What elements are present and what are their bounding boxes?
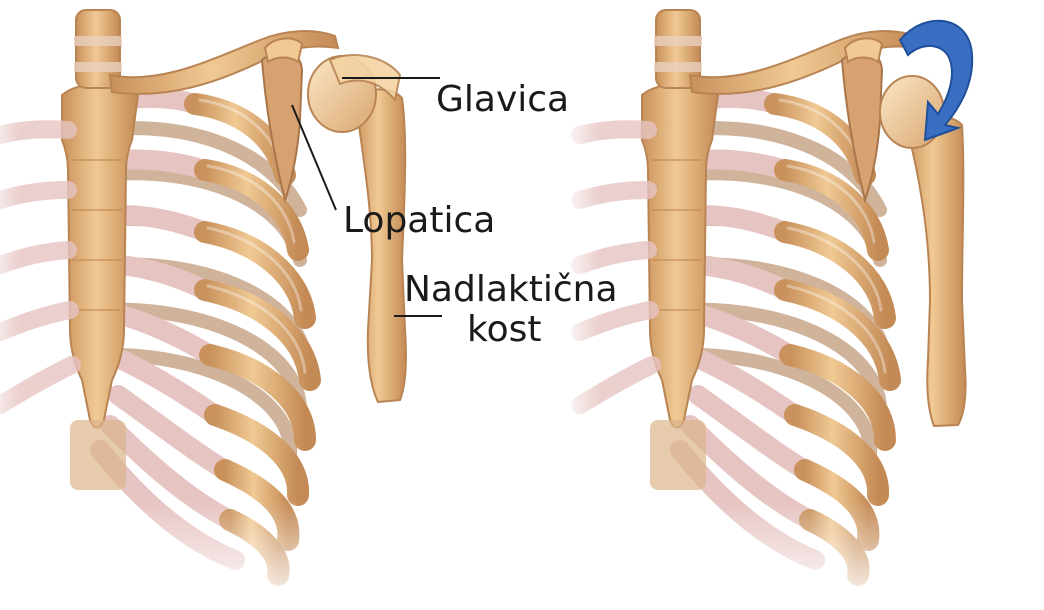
right-panel-ribcage bbox=[560, 0, 972, 610]
label-humerus-line2: kost bbox=[467, 312, 541, 348]
left-panel-ribcage bbox=[0, 0, 442, 610]
label-humerus-line1: Nadlaktična bbox=[404, 272, 618, 308]
label-head: Glavica bbox=[436, 82, 569, 118]
label-scapula: Lopatica bbox=[343, 203, 495, 239]
